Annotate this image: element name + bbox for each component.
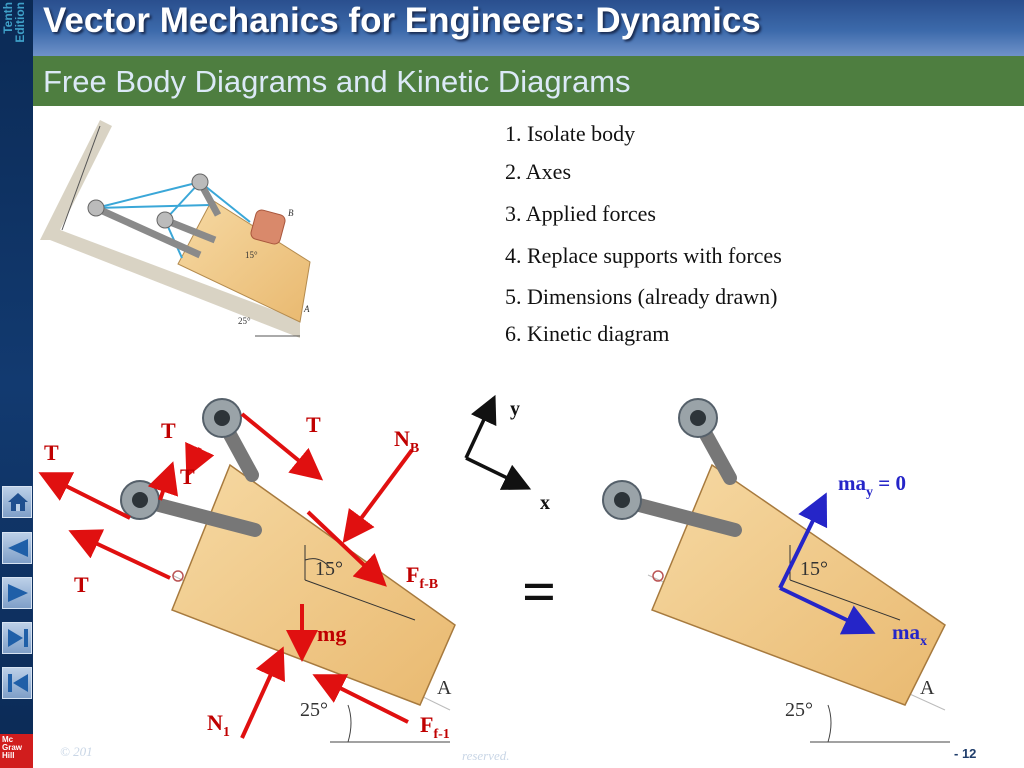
skip-to-end-icon <box>8 629 28 647</box>
left-sidebar: Tenth Edition Mc Graw Hill <box>0 0 33 768</box>
angle-25-arc <box>347 704 352 743</box>
point-a-fbd: A <box>437 677 452 699</box>
pulley <box>191 173 209 191</box>
label-t: T <box>74 572 89 597</box>
logo-line-3: Hill <box>2 751 15 760</box>
label-max: max <box>892 620 927 649</box>
step-4: 4. Replace supports with forces <box>505 243 782 268</box>
may-arrow <box>778 492 828 589</box>
equals-sign: = <box>522 559 556 625</box>
cable <box>95 204 211 209</box>
force-t-arrow <box>68 529 171 580</box>
angle-25-kd: 25° <box>785 699 813 721</box>
page-number: - 12 <box>954 746 977 761</box>
label-ff1: Ff-1 <box>420 712 450 742</box>
label-ffb: Ff-B <box>406 562 438 592</box>
block-kd <box>651 463 946 706</box>
label-t: T <box>161 418 176 443</box>
rights-reserved-text: reserved. <box>462 748 510 763</box>
lower-pulley-hub <box>132 492 148 508</box>
pin <box>652 570 664 582</box>
upper-pulley-hub <box>690 410 706 426</box>
force-t-arrow <box>38 472 131 520</box>
y-axis-label: y <box>510 398 520 420</box>
force-nb-arrow <box>342 448 414 544</box>
arrow-right-icon <box>8 584 28 602</box>
next-slide-button[interactable] <box>2 577 32 609</box>
previous-slide-button[interactable] <box>2 532 32 564</box>
x-axis-label: x <box>540 492 550 514</box>
incline-ground <box>50 228 300 338</box>
label-mg: mg <box>317 621 346 646</box>
angle-15-kd: 15° <box>800 558 828 580</box>
point-a-kd: A <box>920 677 935 699</box>
step-5: 5. Dimensions (already drawn) <box>505 284 778 309</box>
upper-pulley-hub <box>214 410 230 426</box>
step-6: 6. Kinetic diagram <box>505 321 670 346</box>
box-b <box>250 209 286 245</box>
book-title: Vector Mechanics for Engineers: Dynamics <box>43 1 761 40</box>
label-t: T <box>180 464 195 489</box>
axes-indicator: y x <box>464 394 550 514</box>
force-ff1-arrow <box>312 674 409 724</box>
label-may: may = 0 <box>838 471 906 500</box>
label-a: A <box>303 304 310 314</box>
free-body-diagram: 15° 25° A T T T T T NB Ff-B mg N1 Ff-1 <box>38 398 456 743</box>
label-b: B <box>288 208 294 218</box>
step-1: 1. Isolate body <box>505 121 636 146</box>
force-n1-arrow <box>240 646 285 739</box>
lower-pulley-hub <box>614 492 630 508</box>
x-axis-arrow <box>465 456 532 490</box>
arm <box>163 216 217 244</box>
angle-25-fbd: 25° <box>300 699 328 721</box>
cable <box>95 181 201 209</box>
last-slide-button[interactable] <box>2 622 32 654</box>
home-icon <box>8 493 28 511</box>
angle-25-arc <box>827 704 832 743</box>
arrow-left-icon <box>8 539 28 557</box>
pulley <box>156 211 174 229</box>
force-t-arrow <box>147 461 179 501</box>
wall <box>40 120 112 240</box>
publisher-logo: Mc Graw Hill <box>0 734 33 768</box>
angle-25-small: 25° <box>238 316 251 326</box>
kinetic-diagram: 15° 25° A may = 0 max <box>602 398 950 743</box>
book-title-bar: Vector Mechanics for Engineers: Dynamics <box>33 0 1024 56</box>
dimension-line <box>789 579 901 621</box>
reference-figure: B A 15° 25° <box>40 120 311 338</box>
step-2: 2. Axes <box>505 159 571 184</box>
step-3: 3. Applied forces <box>505 201 656 226</box>
y-axis-arrow <box>464 394 497 459</box>
label-nb: NB <box>394 426 419 456</box>
force-ffb-arrow <box>306 510 387 587</box>
cable <box>199 181 251 223</box>
label-t: T <box>306 412 321 437</box>
pulley <box>87 199 105 217</box>
cable <box>164 181 201 221</box>
arm <box>94 204 202 259</box>
angle-15-fbd: 15° <box>315 558 343 580</box>
slide-title: Free Body Diagrams and Kinetic Diagrams <box>43 64 631 99</box>
max-arrow <box>779 586 876 635</box>
force-t-arrow <box>240 412 324 481</box>
wall-edge <box>61 125 101 231</box>
home-button[interactable] <box>2 486 32 518</box>
angle-15-small: 15° <box>245 250 258 260</box>
small-block <box>177 199 311 323</box>
label-n1: N1 <box>207 710 230 740</box>
skip-to-start-icon <box>8 674 28 692</box>
first-slide-button[interactable] <box>2 667 32 699</box>
angle-15-arc <box>304 558 331 569</box>
dimension-line <box>304 579 416 621</box>
pin <box>172 570 184 582</box>
slide-title-bar: Free Body Diagrams and Kinetic Diagrams <box>33 56 1024 106</box>
label-t: T <box>44 440 59 465</box>
logo-line-2: Graw <box>2 743 23 752</box>
logo-line-1: Mc <box>2 735 14 744</box>
force-t-arrow <box>185 441 215 478</box>
copyright-text: © 201 <box>60 744 93 759</box>
